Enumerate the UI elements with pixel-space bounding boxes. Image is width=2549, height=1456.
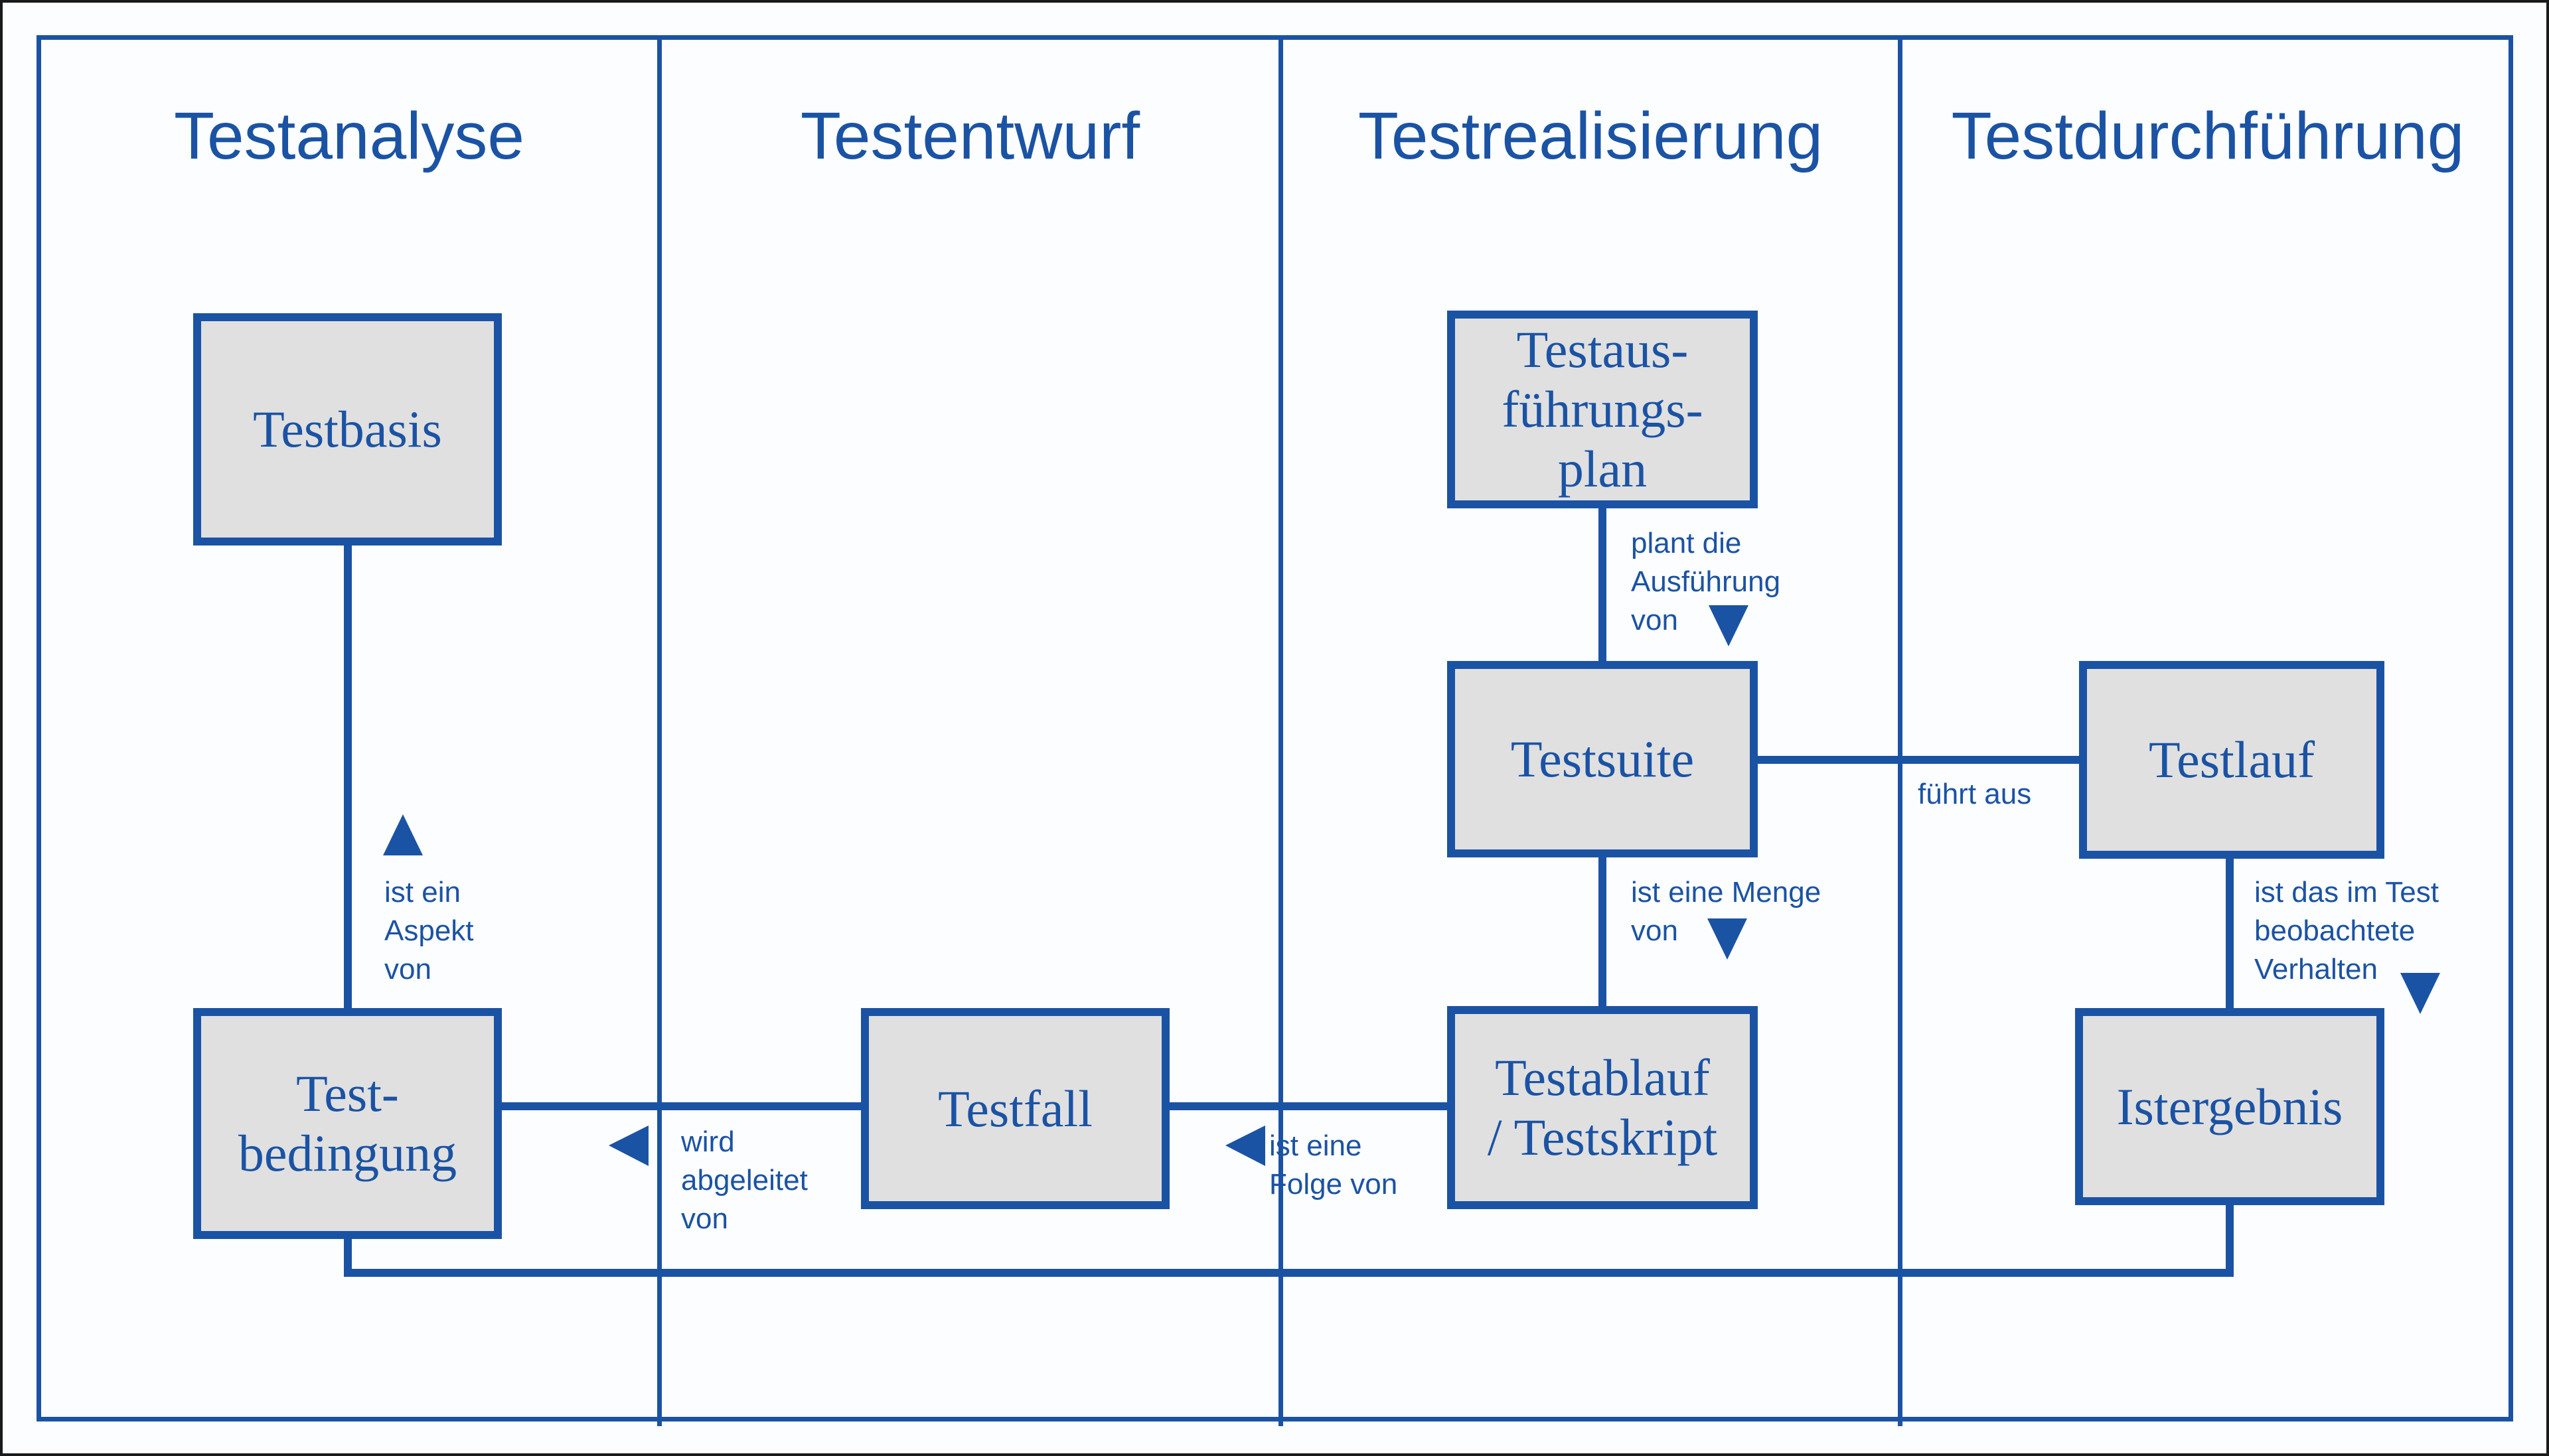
node-label: / Testskript xyxy=(1487,1108,1718,1166)
arrow-left-icon xyxy=(1225,1126,1265,1166)
arrow-up-icon xyxy=(383,814,423,855)
arrow-down-icon xyxy=(1709,605,1748,646)
column-divider-2 xyxy=(1278,35,1283,1426)
node-testlauf: Testlauf xyxy=(2079,661,2384,859)
node-label: bedingung xyxy=(238,1124,457,1182)
connector-stub-istergebnis-bottom xyxy=(2226,1205,2234,1269)
edge-label-wird-abgeleitet-von: wird abgeleitet von xyxy=(681,1126,808,1235)
node-label: plan xyxy=(1557,440,1648,498)
edge-label-plant-die-ausfuehrung-von: plant die Ausführung von xyxy=(1631,527,1781,636)
node-testbedingung: Test- bedingung xyxy=(193,1008,502,1239)
node-label: Testbasis xyxy=(253,400,442,458)
edge-label-ist-ein-aspekt-von: ist ein Aspekt von xyxy=(384,876,474,985)
connector-testsuite-testablauf xyxy=(1598,857,1606,1006)
node-label: Testlauf xyxy=(2148,731,2315,788)
column-header-testdurchfuehrung: Testdurchführung xyxy=(1951,99,2465,173)
edge-label-fuehrt-aus: führt aus xyxy=(1918,778,2032,810)
column-divider-1 xyxy=(657,35,662,1426)
node-label: Testaus- xyxy=(1516,321,1689,378)
edge-label-ist-das-im-test-beobachtete-verhalten: ist das im Test beobachtete Verhalten xyxy=(2254,876,2439,985)
node-label: Testsuite xyxy=(1510,730,1695,788)
connector-testsuite-testlauf xyxy=(1758,756,2079,764)
connector-testfall-testablauf xyxy=(1170,1102,1447,1110)
connector-testbasis-testbedingung xyxy=(344,546,352,1008)
diagram-frame xyxy=(37,35,2513,1421)
node-label: Testfall xyxy=(938,1079,1093,1137)
column-divider-3 xyxy=(1898,35,1902,1426)
node-label: Test- xyxy=(296,1064,399,1122)
node-istergebnis: Istergebnis xyxy=(2075,1008,2384,1205)
connector-testbedingung-testfall xyxy=(502,1102,861,1110)
arrow-left-icon xyxy=(609,1126,649,1166)
node-testsuite: Testsuite xyxy=(1447,661,1758,857)
edge-label-ist-eine-menge-von: ist eine Menge von xyxy=(1631,876,1821,947)
column-header-testrealisierung: Testrealisierung xyxy=(1357,99,1823,173)
node-label: Testablauf xyxy=(1495,1049,1710,1106)
connector-testlauf-istergebnis xyxy=(2226,859,2234,1008)
node-testbasis: Testbasis xyxy=(193,313,502,546)
node-label: Istergebnis xyxy=(2116,1077,2343,1135)
arrow-down-icon xyxy=(2400,973,2440,1014)
node-testfall: Testfall xyxy=(861,1008,1170,1209)
node-testausfuehrungsplan: Testaus- führungs- plan xyxy=(1447,311,1758,508)
column-header-testanalyse: Testanalyse xyxy=(173,99,525,173)
connector-stub-testbedingung-bottom xyxy=(344,1239,352,1277)
node-testablauf-testskript: Testablauf / Testskript xyxy=(1447,1006,1758,1209)
connector-testausfuehrungsplan-testsuite xyxy=(1598,508,1606,661)
node-label: führungs- xyxy=(1502,380,1703,438)
connector-bottom-istergebnis-testbedingung xyxy=(344,1269,2234,1277)
column-header-testentwurf: Testentwurf xyxy=(800,99,1140,173)
edge-label-ist-eine-folge-von: ist eine Folge von xyxy=(1269,1129,1398,1201)
arrow-down-icon xyxy=(1707,918,1747,960)
